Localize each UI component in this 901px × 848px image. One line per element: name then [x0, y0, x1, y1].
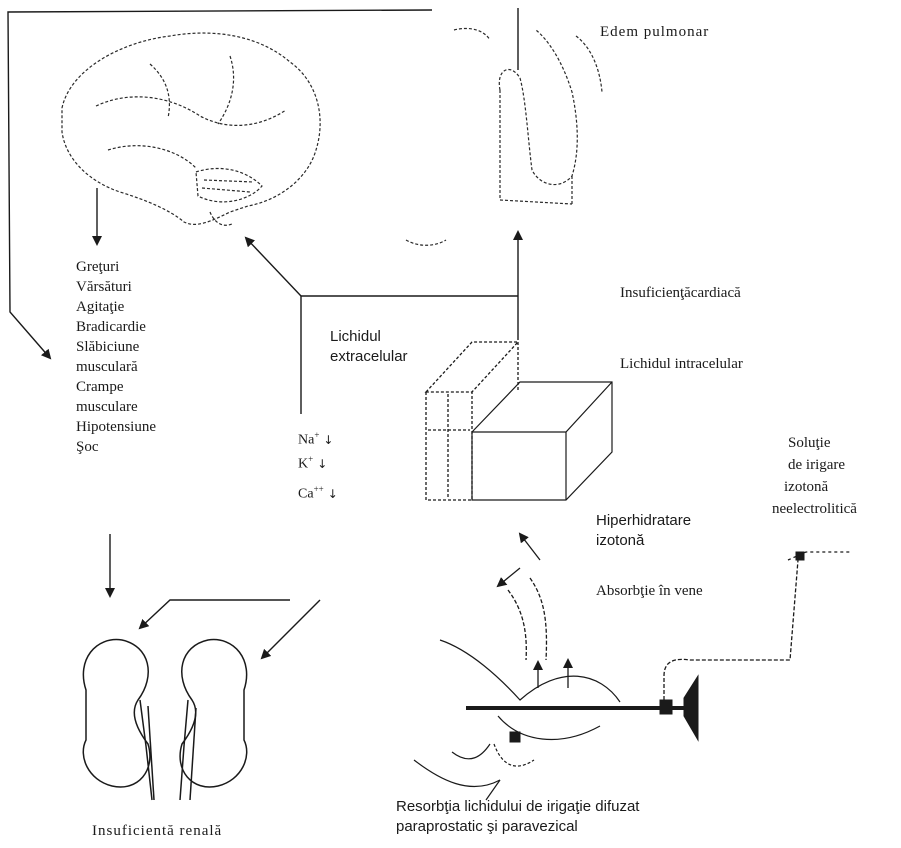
label-insuficienta-cardiaca: Insuficienţăcardiacă	[620, 284, 741, 302]
label-insuficienta-renala: Insuficientă renală	[92, 822, 222, 840]
label-lichidul-extracelular-1: Lichidul	[330, 328, 381, 346]
symptom-item: Şoc	[76, 437, 156, 457]
label-solutie-1: Soluţie	[788, 434, 831, 452]
brain-drawing	[62, 33, 320, 225]
label-solutie-4: neelectrolitică	[772, 500, 857, 518]
label-edem-pulmonar: Edem pulmonar	[600, 23, 709, 41]
symptom-item: Bradicardie	[76, 317, 156, 337]
symptom-item: Vărsături	[76, 277, 156, 297]
label-absorbtie: Absorbţie în vene	[596, 582, 703, 600]
symptom-item: Crampe	[76, 377, 156, 397]
absorption-arrows	[498, 534, 568, 688]
symptom-item: musculară	[76, 357, 156, 377]
ion-sodium: Na+↓	[298, 430, 333, 449]
label-hiperhidratare-1: Hiperhidratare	[596, 512, 691, 530]
kidney-right	[180, 640, 247, 800]
symptoms-list: Greţuri Vărsături Agitaţie Bradicardie S…	[76, 257, 156, 457]
kidney-left	[83, 640, 154, 800]
symptom-item: Agitaţie	[76, 297, 156, 317]
symptom-item: Slăbiciune	[76, 337, 156, 357]
ion-potassium: K+↓	[298, 454, 327, 473]
lung-drawing	[406, 28, 602, 245]
symptom-item: Hipotensiune	[76, 417, 156, 437]
symptom-item: musculare	[76, 397, 156, 417]
label-hiperhidratare-2: izotonă	[596, 532, 644, 550]
symptom-item: Greţuri	[76, 257, 156, 277]
center-arrows	[246, 232, 518, 414]
ion-calcium: Ca++↓	[298, 484, 338, 503]
label-resorbtia-2: paraprostatic şi paravezical	[396, 818, 578, 836]
label-lichidul-extracelular-2: extracelular	[330, 348, 408, 366]
intracellular-box	[472, 382, 612, 500]
outer-loop-arrow	[8, 10, 432, 358]
label-solutie-3: izotonă	[784, 478, 828, 496]
label-resorbtia-1: Resorbţia lichidului de irigaţie difuzat	[396, 798, 639, 816]
label-solutie-2: de irigare	[788, 456, 845, 474]
label-lichidul-intracelular: Lichidul intracelular	[620, 355, 743, 373]
